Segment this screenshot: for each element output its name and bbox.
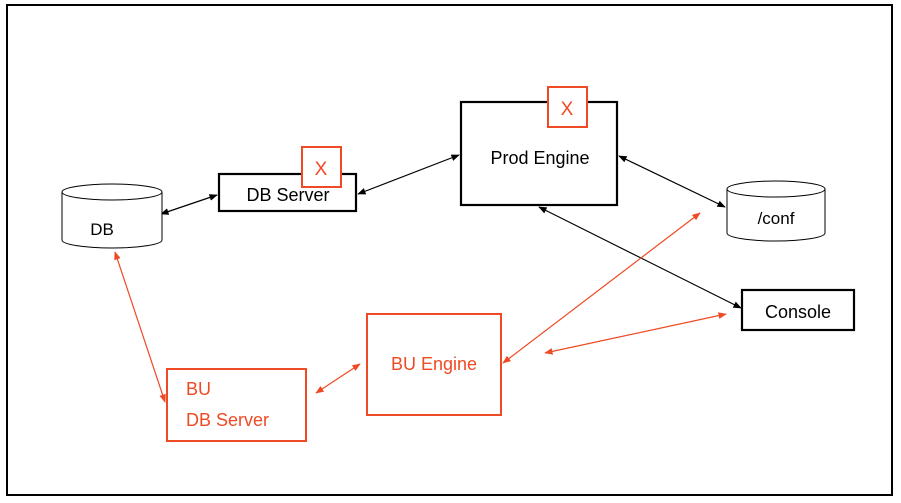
backup-connectors [114,212,727,403]
edge-prod-engine-to-conf [618,155,726,208]
edge-db-to-bu-db-server [114,251,166,403]
bu-engine-label: BU Engine [391,354,477,374]
diagram-frame [6,4,893,496]
console-box: Console [740,288,856,332]
bu-db-server-box: BU DB Server [166,368,307,442]
prod-engine-label: Prod Engine [490,148,589,168]
db-label: DB [90,220,114,239]
prod-engine-failure-label: X [561,99,574,120]
bu-db-server-label-line1: BU [186,379,211,399]
console-label: Console [765,302,831,322]
edge-bu-engine-to-conf [502,212,701,364]
edge-bu-db-server-to-bu-engine [315,363,361,394]
db-cylinder: DB [61,183,163,249]
edge-db-server-to-prod-engine [357,154,460,195]
prod-engine-box: Prod Engine [459,100,619,207]
db-server-failure-label: X [315,159,328,180]
db-server-failure-marker: X [301,146,342,188]
edge-db-to-db-server [160,194,218,215]
bu-db-server-label-line2: DB Server [186,410,269,430]
edge-prod-engine-to-console [538,206,742,309]
prod-engine-failure-marker: X [547,86,588,128]
conf-label: /conf [758,209,795,228]
db-server-label: DB Server [246,185,329,205]
bu-engine-box: BU Engine [366,313,502,416]
edge-bu-engine-to-console [544,312,727,355]
conf-cylinder: /conf [726,180,826,242]
